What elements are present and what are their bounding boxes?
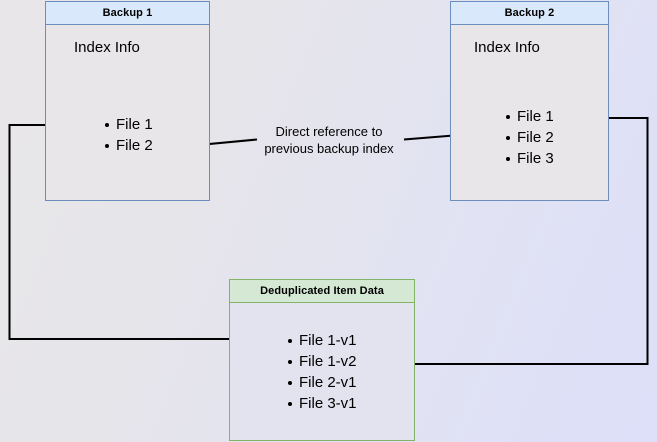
list-item: File 1 — [506, 108, 554, 125]
list-item: File 3 — [506, 150, 554, 167]
node-backup2-subtitle: Index Info — [474, 39, 540, 56]
node-backup1-title: Backup 1 — [46, 2, 209, 25]
list-item: File 3-v1 — [288, 395, 357, 412]
list-item: File 2-v1 — [288, 374, 357, 391]
edge-label-line-2: previous backup index — [264, 141, 394, 156]
node-dedup-file-list: File 1-v1 File 1-v2 File 2-v1 File 3-v1 — [281, 330, 357, 414]
list-item: File 1-v2 — [288, 353, 357, 370]
list-item: File 1-v1 — [288, 332, 357, 349]
node-backup1-subtitle: Index Info — [74, 39, 140, 56]
edge-label-direct-reference: Direct reference to previous backup inde… — [246, 123, 412, 157]
node-backup2-title: Backup 2 — [451, 2, 608, 25]
list-item: File 2 — [506, 129, 554, 146]
list-item: File 2 — [105, 137, 153, 154]
node-backup1[interactable]: Backup 1 Index Info File 1 File 2 — [45, 1, 210, 201]
node-backup2[interactable]: Backup 2 Index Info File 1 File 2 File 3 — [450, 1, 609, 201]
node-deduplicated-item-data[interactable]: Deduplicated Item Data File 1-v1 File 1-… — [229, 279, 415, 441]
edge-label-line-1: Direct reference to — [275, 124, 383, 139]
list-item: File 1 — [105, 116, 153, 133]
node-dedup-title: Deduplicated Item Data — [230, 280, 414, 303]
node-backup1-file-list: File 1 File 2 — [98, 114, 153, 156]
node-backup2-file-list: File 1 File 2 File 3 — [499, 106, 554, 169]
